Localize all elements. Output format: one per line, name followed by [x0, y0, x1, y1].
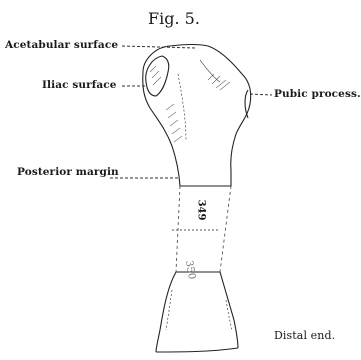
label-iliac-surface: Iliac surface — [42, 80, 117, 91]
bone-distal — [156, 272, 238, 352]
figure-title: Fig. 5. — [148, 11, 200, 27]
leader-acetabular — [122, 46, 196, 48]
specimen-number-lower: 350 — [183, 260, 196, 281]
label-distal-end: Distal end. — [274, 330, 335, 341]
label-posterior-margin: Posterior margin — [17, 167, 119, 178]
label-pubic-process: Pubic process. — [274, 89, 361, 100]
specimen-number-upper: 349 — [195, 200, 205, 221]
bone-head — [143, 45, 251, 187]
shading — [150, 66, 230, 142]
label-acetabular-surface: Acetabular surface — [5, 40, 118, 51]
leader-pubic — [250, 94, 272, 95]
